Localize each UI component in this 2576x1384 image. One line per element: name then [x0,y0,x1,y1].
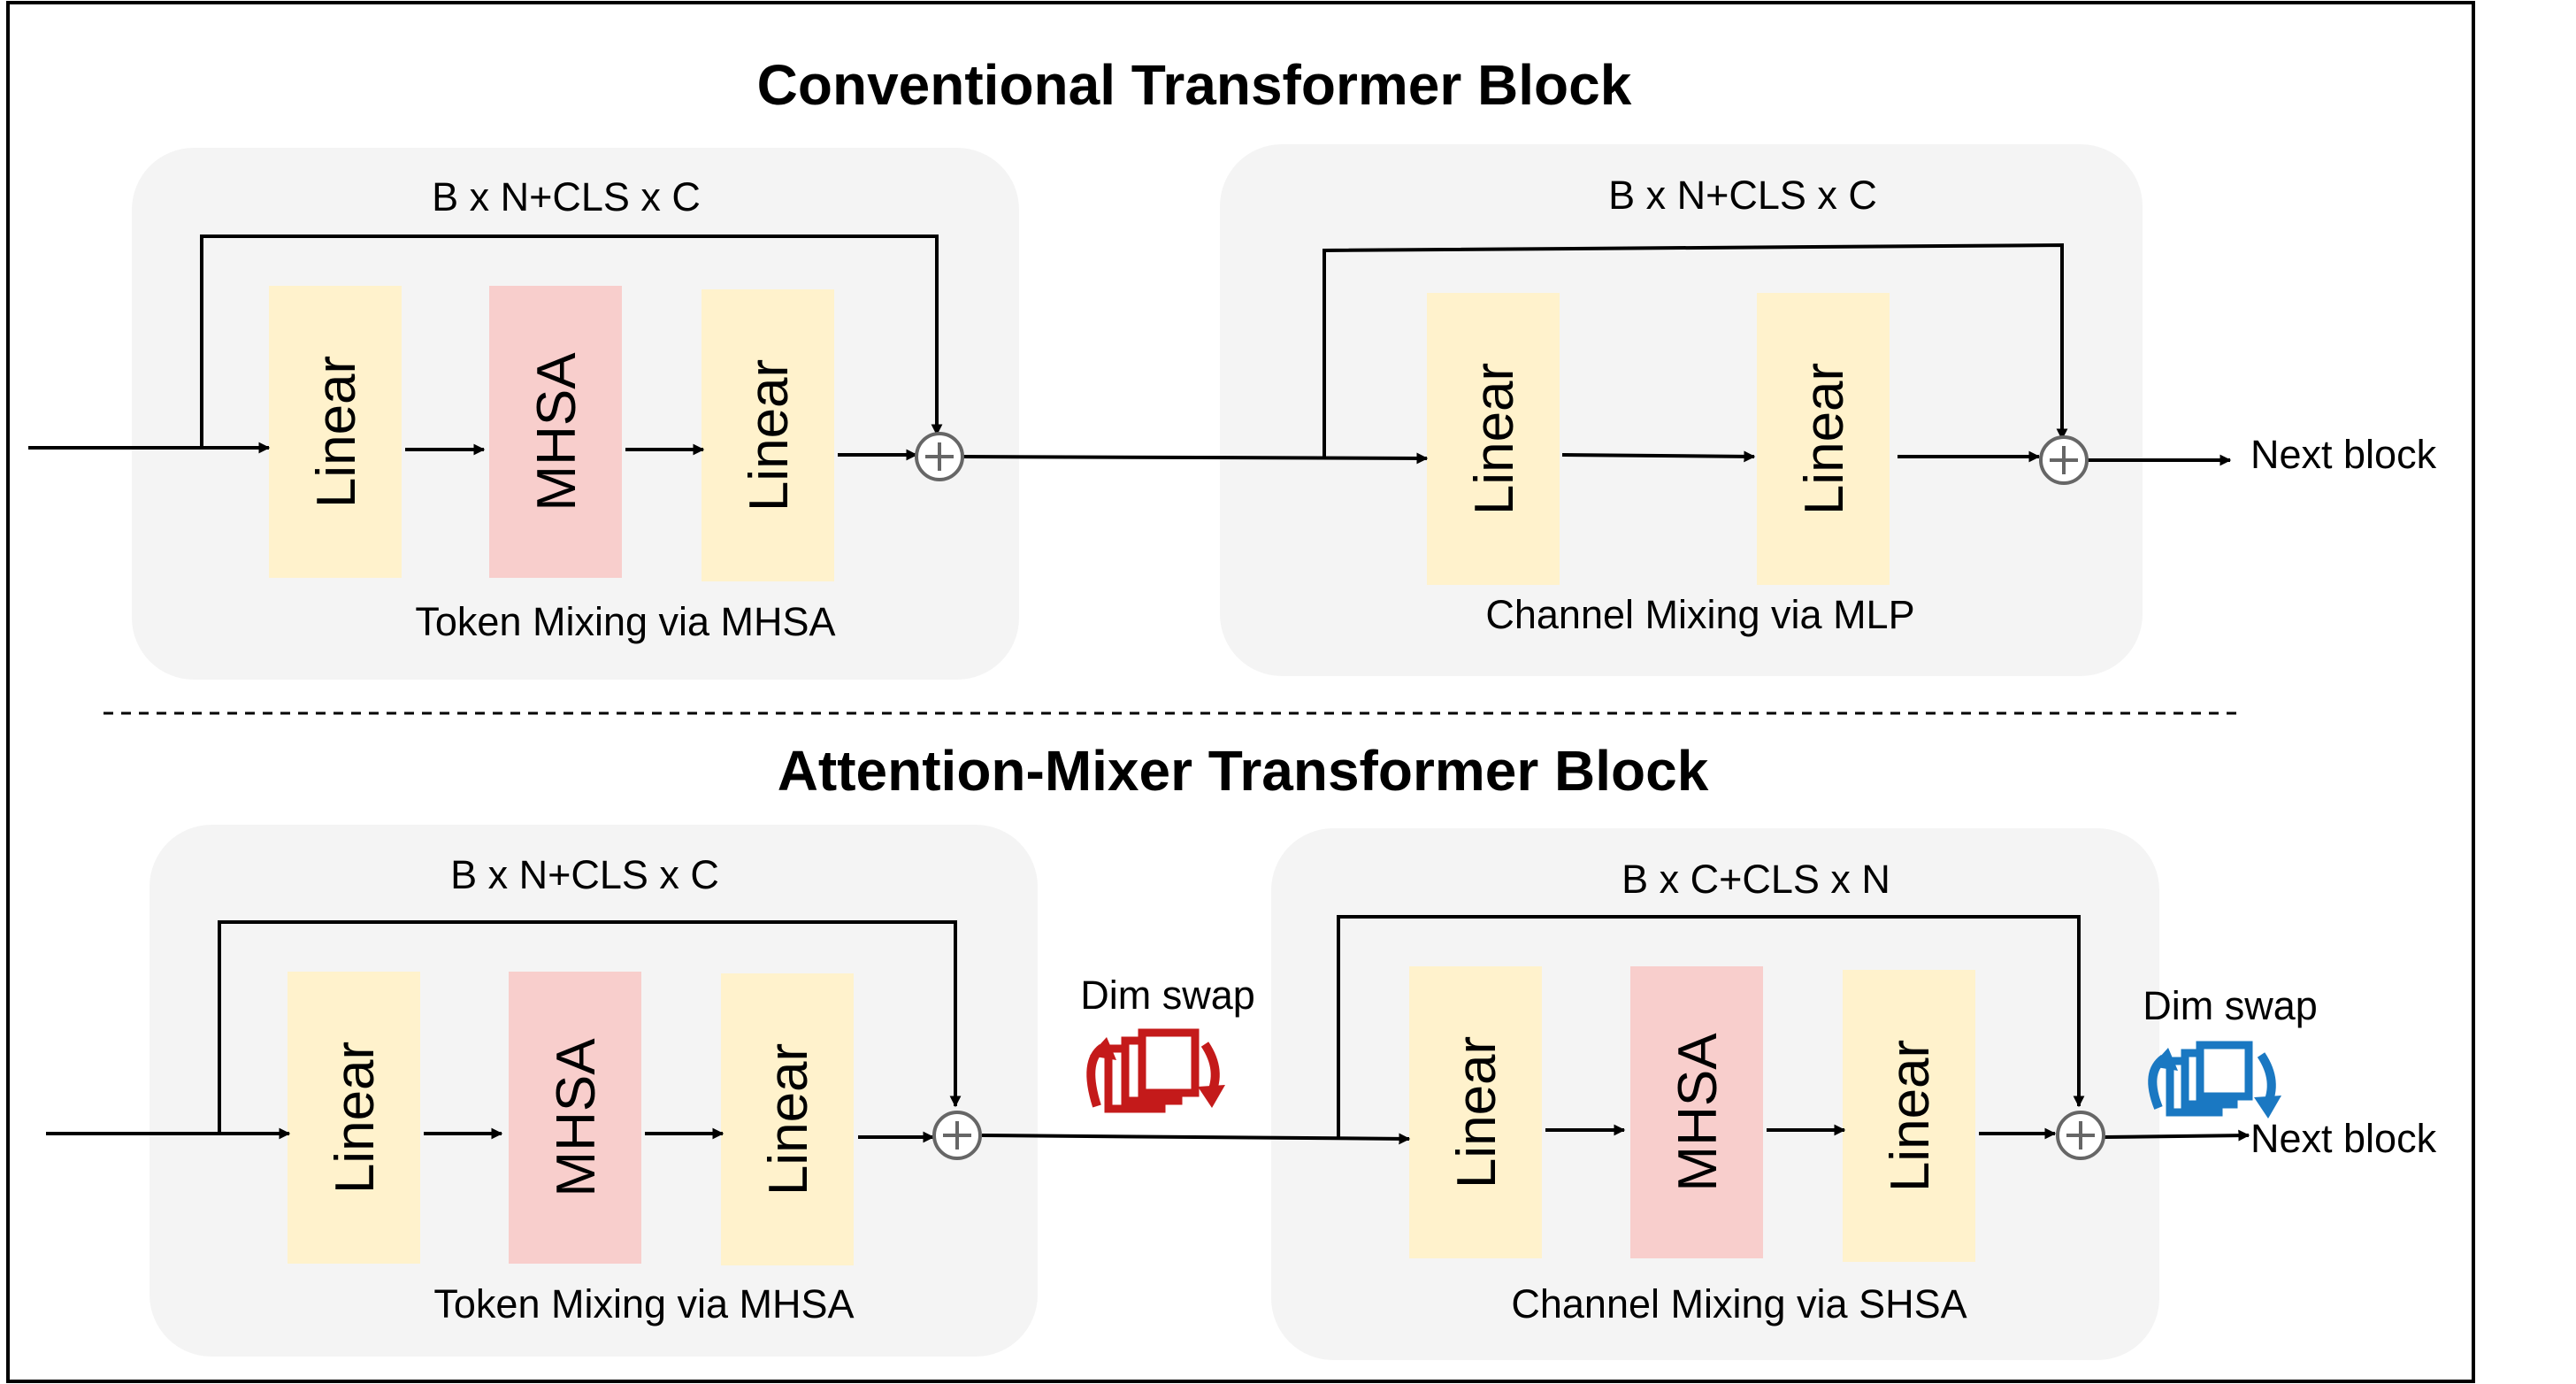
linear-label: Linear [739,359,800,511]
residual-skip-arrow [1322,242,2068,458]
linear-block [1409,966,1542,1258]
shape-label: B x C+CLS x N [1622,857,1890,902]
linear-label: Linear [1464,363,1525,515]
dim-swap-label: Dim swap [2143,983,2318,1028]
mhsa-block [489,286,622,578]
mhsa-label: MHSA [546,1038,607,1197]
mhsa-label: MHSA [1668,1033,1729,1192]
shape-label: B x N+CLS x C [1608,173,1877,218]
panel-caption: Channel Mixing via MLP [1485,592,1914,637]
linear-block [269,286,402,578]
linear-block [1843,970,1975,1262]
next-block-label: Next block [2250,1116,2437,1161]
linear-label: Linear [1794,363,1855,515]
mhsa-label: MHSA [526,352,587,511]
top-token-panel: B x N+CLS x C Linear MHSA Linear Token M… [132,148,1019,680]
linear-block [1427,293,1560,585]
conventional-title: Conventional Transformer Block [757,53,1632,117]
dim-swap-icon [1086,1028,1225,1113]
linear-label: Linear [306,356,367,508]
panel-caption: Token Mixing via MHSA [415,599,835,644]
panel-caption: Channel Mixing via SHSA [1511,1281,1966,1326]
linear-label: Linear [1880,1040,1941,1192]
add-icon [2056,1111,2105,1160]
attention-mixer-title: Attention-Mixer Transformer Block [778,739,1709,803]
residual-skip-arrow [1337,915,2085,1139]
mhsa-block [1630,966,1763,1258]
add-icon [915,432,964,481]
output-arrow [2104,1129,2250,1142]
shape-label: B x N+CLS x C [432,174,701,219]
residual-skip-arrow [218,920,962,1134]
bottom-connectors [46,915,2250,1145]
bottom-channel-panel: B x C+CLS x N Linear MHSA Linear Channel… [1271,828,2159,1360]
add-icon [932,1111,982,1160]
linear-block [721,973,854,1265]
linear-label: Linear [325,1042,386,1194]
top-channel-panel: B x N+CLS x C Linear Linear Channel Mixi… [1220,144,2143,676]
linear-block [1757,293,1890,585]
residual-skip-arrow [200,235,943,448]
linear-block [288,972,420,1264]
mhsa-block [509,972,641,1264]
figure-border [6,1,2475,1383]
arrow [962,452,1429,465]
shape-label: B x N+CLS x C [450,852,719,897]
dim-swap-icon [2148,1041,2281,1119]
panel-caption: Token Mixing via MHSA [433,1281,854,1326]
dim-swap-label: Dim swap [1080,973,1255,1018]
arrow [1561,450,1756,463]
bottom-token-panel: B x N+CLS x C Linear MHSA Linear Token M… [150,825,1038,1357]
next-block-label: Next block [2250,432,2437,477]
add-icon [2039,435,2089,485]
linear-block [702,289,834,581]
linear-label: Linear [758,1043,819,1196]
linear-label: Linear [1446,1036,1507,1188]
top-connectors [28,235,2232,466]
